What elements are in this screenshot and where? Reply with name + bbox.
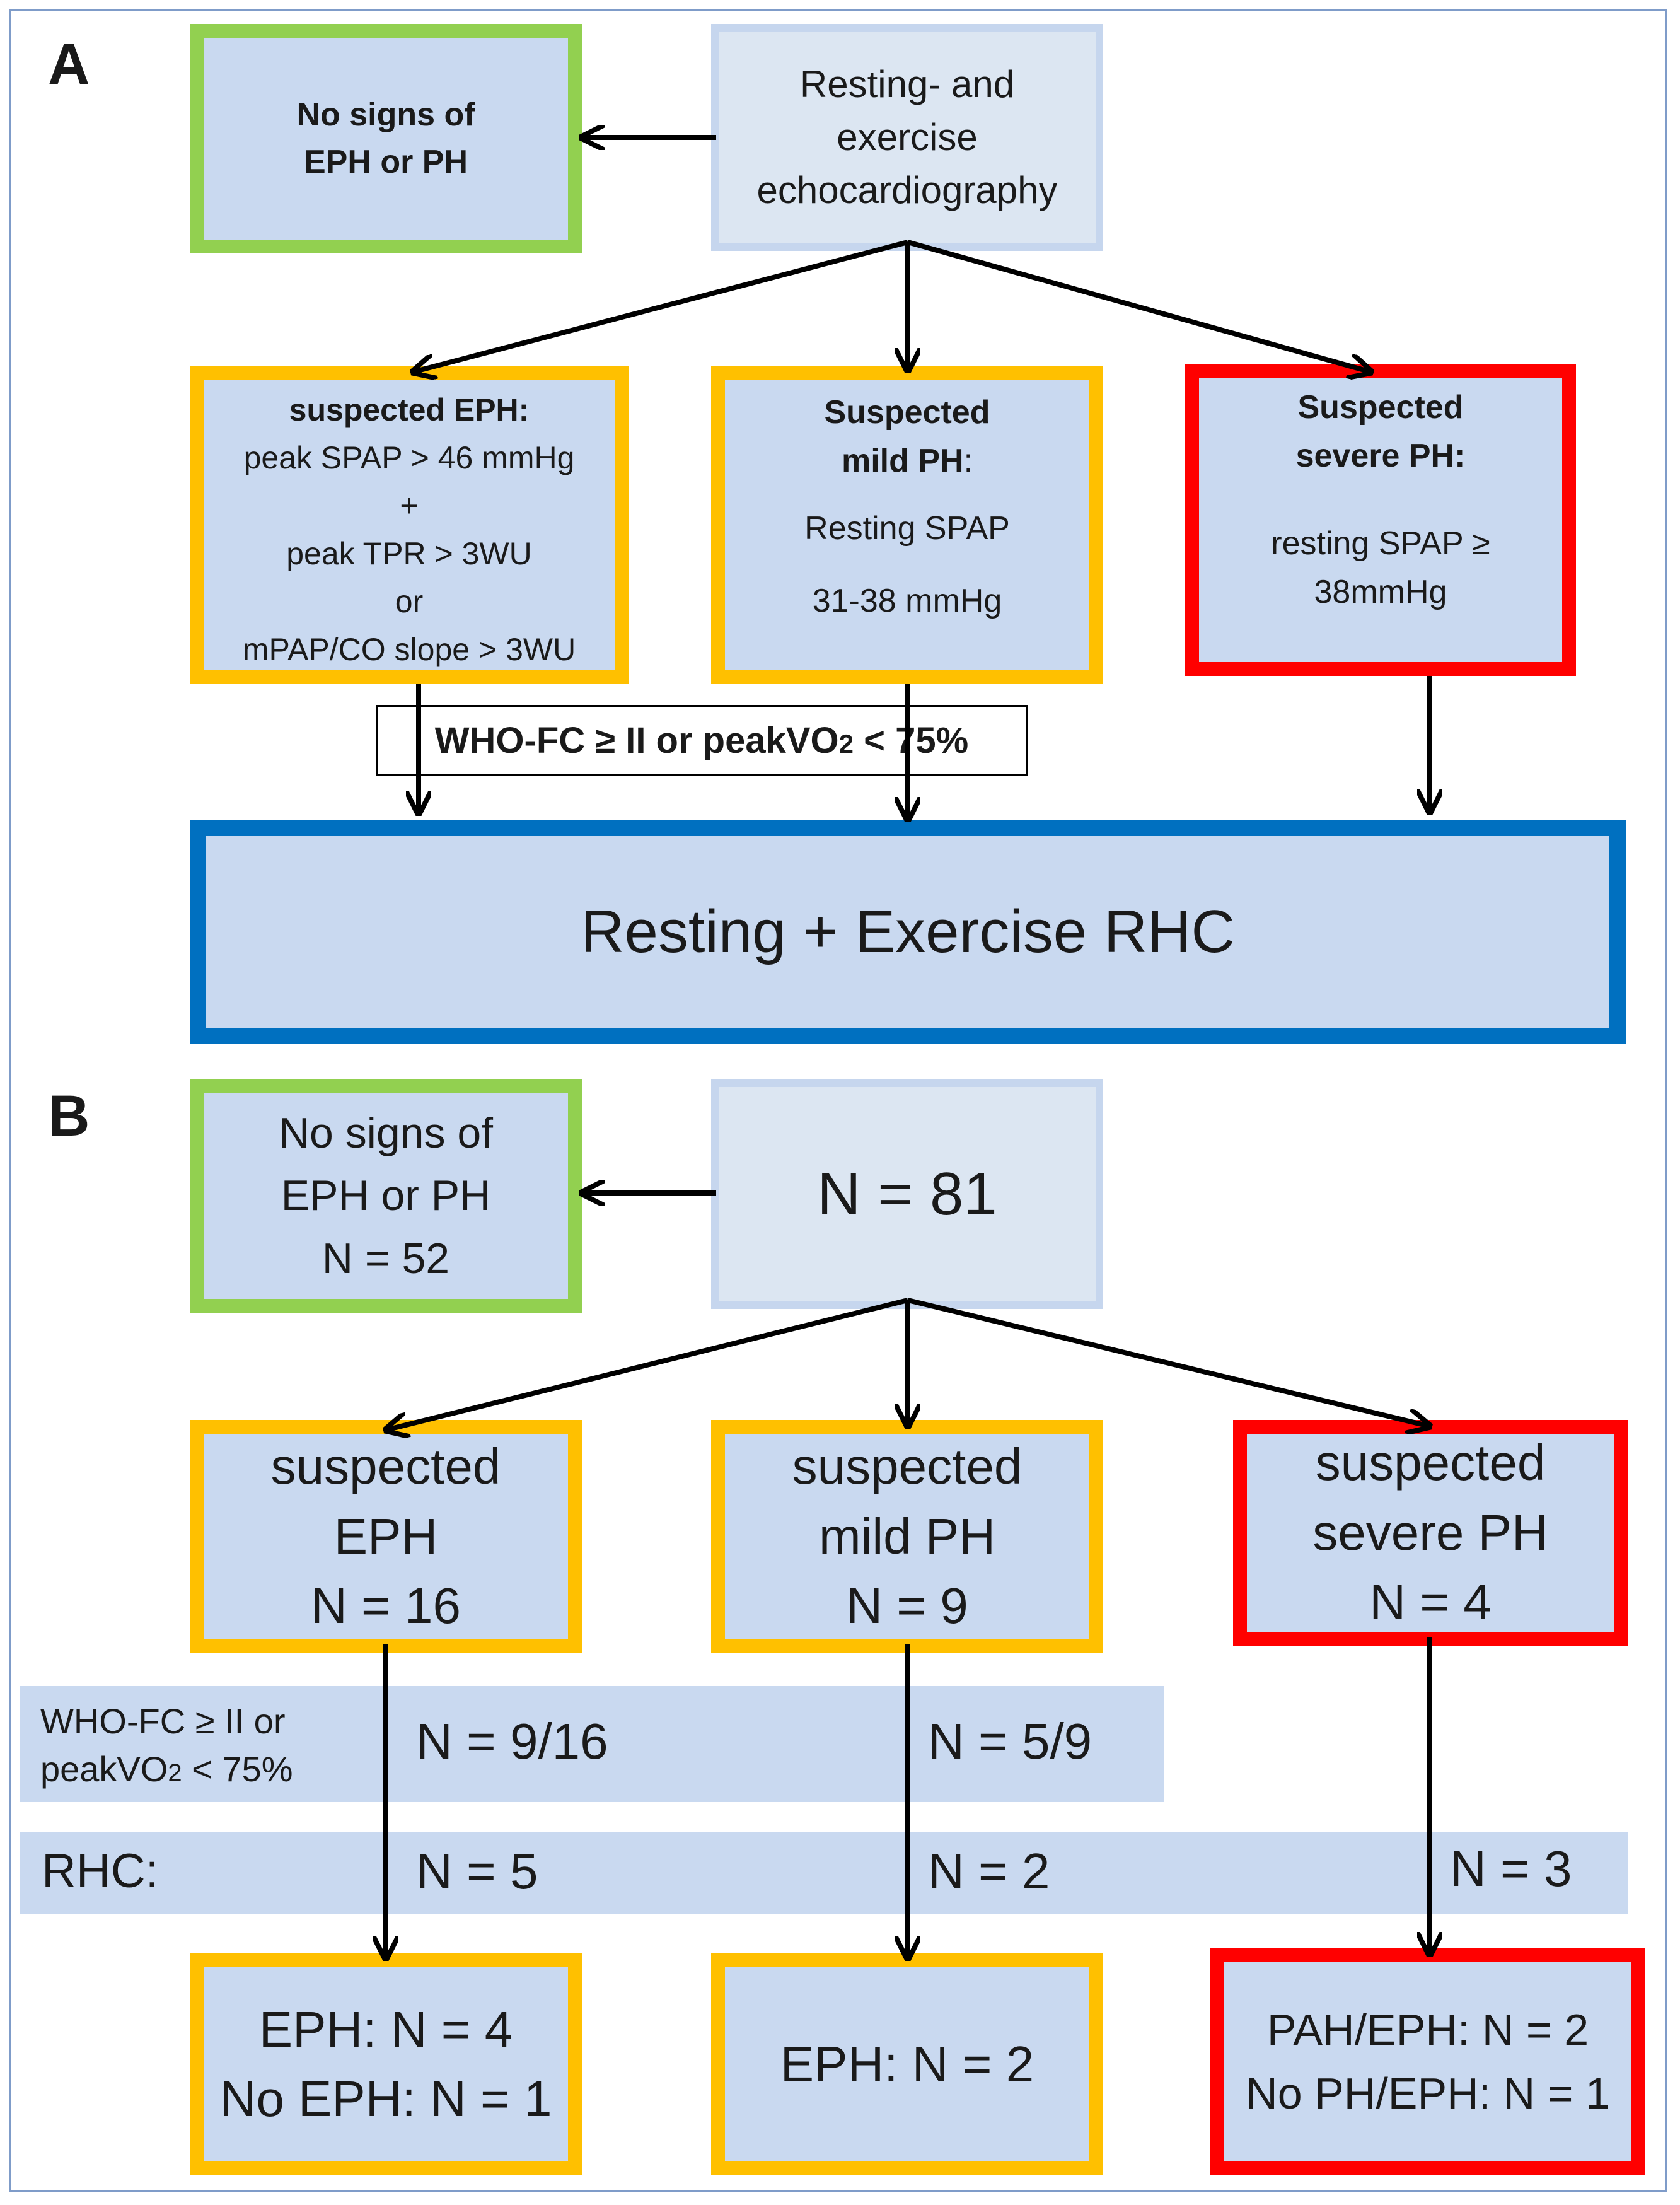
a-no-signs-box: No signs of EPH or PH xyxy=(190,24,582,253)
b-criteria-mild-count: N = 5/9 xyxy=(928,1713,1092,1769)
a-eph-line-3: peak TPR > 3WU xyxy=(286,536,532,571)
b-no-signs-line-1: No signs of xyxy=(278,1109,494,1158)
a-mild-line-1: Resting SPAP xyxy=(804,509,1010,547)
a-rhc-label: Resting + Exercise RHC xyxy=(581,898,1235,965)
b-criteria-label-prefix: peakVO xyxy=(40,1748,168,1789)
b-criteria-eph-count: N = 9/16 xyxy=(416,1713,608,1769)
a-criteria-subscript: 2 xyxy=(838,728,854,759)
a-eph-line-4: or xyxy=(395,584,424,619)
b-eph-result-line-1: EPH: N = 4 xyxy=(258,2001,513,2057)
b-eph-result-box: EPH: N = 4 No EPH: N = 1 xyxy=(190,1953,582,2175)
b-rhc-mild-count: N = 2 xyxy=(928,1843,1050,1899)
a-no-signs-line-1: No signs of xyxy=(296,96,475,133)
b-criteria-label-subscript: 2 xyxy=(168,1759,182,1787)
a-mild-title-colon: : xyxy=(963,442,973,479)
b-mild-result-line-1: EPH: N = 2 xyxy=(780,2036,1034,2092)
a-mild-title-2: mild PH xyxy=(841,442,964,479)
a-mild-title-1: Suspected xyxy=(824,394,990,431)
a-eph-line-5: mPAP/CO slope > 3WU xyxy=(242,632,576,667)
a-mild-line-2: 31-38 mmHg xyxy=(812,582,1002,619)
panel-b-label: B xyxy=(48,1084,90,1148)
a-start-line-1: Resting- and xyxy=(799,63,1015,105)
b-mild-result-box: EPH: N = 2 xyxy=(711,1953,1103,2175)
b-start-count: N = 81 xyxy=(817,1160,997,1228)
figure-frame xyxy=(9,9,1667,2192)
b-severe-line-1: suspected xyxy=(1315,1434,1546,1491)
b-start-box: N = 81 xyxy=(711,1079,1103,1309)
b-arrow-to-eph xyxy=(386,1298,908,1430)
b-criteria-band xyxy=(20,1686,1164,1802)
a-eph-line-1: peak SPAP > 46 mmHg xyxy=(243,440,575,475)
b-no-signs-line-3: N = 52 xyxy=(322,1234,450,1283)
a-severe-title-2: severe PH: xyxy=(1295,437,1466,474)
b-severe-result-line-2: No PH/EPH: N = 1 xyxy=(1246,2069,1610,2118)
a-severe-title-1: Suspected xyxy=(1297,389,1464,426)
b-mild-line-1: suspected xyxy=(792,1438,1022,1495)
b-severe-result-box: PAH/EPH: N = 2 No PH/EPH: N = 1 xyxy=(1210,1948,1645,2175)
a-suspected-mild-ph-box: Suspected mild PH: Resting SPAP 31-38 mm… xyxy=(711,366,1103,684)
b-suspected-severe-ph-box: suspected severe PH N = 4 xyxy=(1233,1420,1628,1646)
b-severe-result-line-1: PAH/EPH: N = 2 xyxy=(1266,2004,1589,2054)
a-no-signs-line-2: EPH or PH xyxy=(303,144,468,180)
a-suspected-severe-ph-box: Suspected severe PH: resting SPAP ≥ 38mm… xyxy=(1185,364,1576,676)
b-eph-line-3: N = 16 xyxy=(311,1578,461,1634)
b-rhc-band xyxy=(20,1832,1628,1914)
b-eph-line-2: EPH xyxy=(333,1508,438,1564)
a-eph-line-2: + xyxy=(400,488,419,523)
b-criteria-label-line-1: WHO-FC ≥ II or xyxy=(40,1701,286,1741)
b-criteria-label: WHO-FC ≥ II or peakVO2 < 75% xyxy=(40,1697,293,1793)
a-severe-line-1: resting SPAP ≥ xyxy=(1271,525,1490,562)
b-rhc-eph-count: N = 5 xyxy=(416,1843,538,1899)
a-eph-title: suspected EPH: xyxy=(289,392,530,428)
b-rhc-severe-count: N = 3 xyxy=(1450,1841,1572,1897)
a-arrow-to-severe xyxy=(907,240,1371,372)
b-mild-line-2: mild PH xyxy=(818,1508,996,1564)
panel-a-label: A xyxy=(48,32,90,96)
a-criteria-box: WHO-FC ≥ II or peakVO2 < 75% xyxy=(376,705,1028,776)
a-rhc-box: Resting + Exercise RHC xyxy=(190,820,1626,1044)
b-mild-line-3: N = 9 xyxy=(846,1578,968,1634)
a-arrow-to-eph xyxy=(413,240,909,372)
b-severe-line-2: severe PH xyxy=(1312,1504,1548,1561)
a-suspected-eph-box: suspected EPH: peak SPAP > 46 mmHg + pea… xyxy=(190,366,629,684)
b-criteria-label-suffix: < 75% xyxy=(182,1748,293,1789)
b-rhc-label: RHC: xyxy=(42,1844,159,1898)
a-criteria-suffix: < 75% xyxy=(854,719,969,761)
b-eph-line-1: suspected xyxy=(270,1438,501,1495)
b-no-signs-box: No signs of EPH or PH N = 52 xyxy=(190,1079,582,1313)
a-start-line-3: echocardiography xyxy=(756,169,1058,211)
b-severe-line-3: N = 4 xyxy=(1369,1574,1492,1631)
b-eph-result-line-2: No EPH: N = 1 xyxy=(219,2071,552,2127)
b-no-signs-line-2: EPH or PH xyxy=(281,1172,491,1220)
a-start-line-2: exercise xyxy=(837,116,978,158)
a-severe-line-2: 38mmHg xyxy=(1314,573,1447,610)
b-arrow-to-severe xyxy=(907,1298,1430,1426)
a-start-box: Resting- and exercise echocardiography xyxy=(711,24,1103,251)
a-criteria-prefix: WHO-FC ≥ II or peakVO xyxy=(434,719,839,761)
